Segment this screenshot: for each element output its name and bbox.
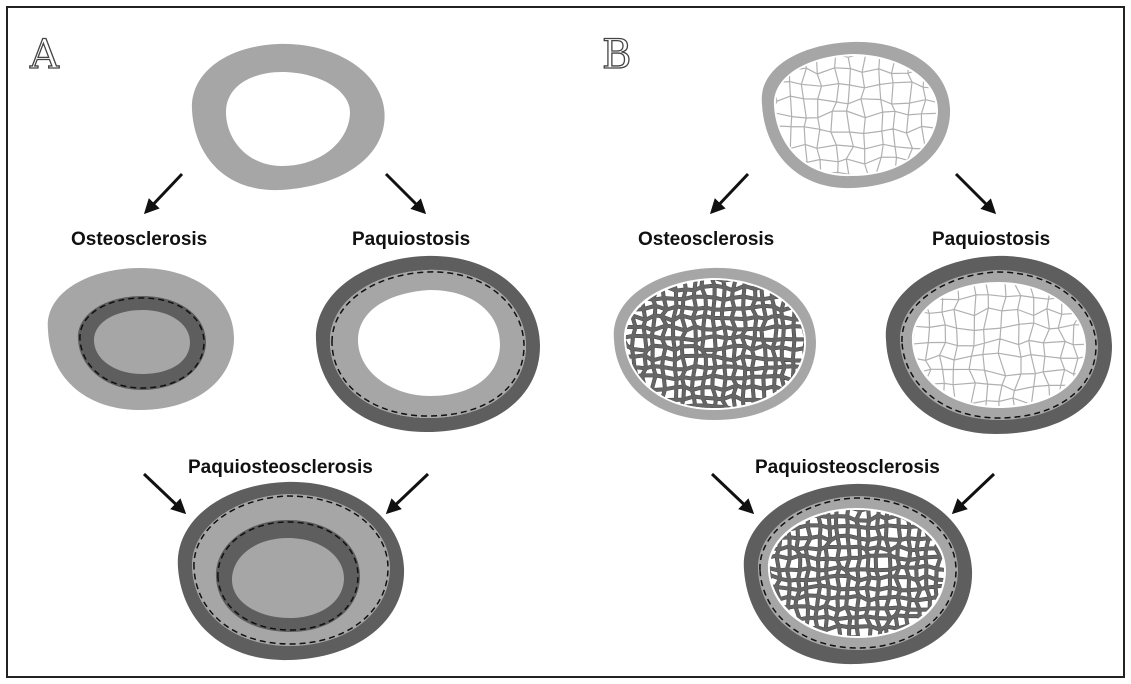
panel-b-arrow-bottom-right: [954, 474, 994, 512]
panel-a-label-osteosclerosis: Osteosclerosis: [71, 229, 207, 250]
panel-b-label-osteosclerosis: Osteosclerosis: [638, 229, 774, 250]
panel-b-arrow-right: [956, 174, 994, 212]
panel-b-label-paquiostosis: Paquiostosis: [932, 229, 1050, 250]
panel-a-arrow-bottom-left: [144, 474, 184, 512]
panel-a-label-paquiostosis: Paquiostosis: [352, 229, 470, 250]
panel-b-paquiostosis-bone: [886, 256, 1112, 436]
panel-b-osteosclerosis-bone: [614, 268, 826, 430]
panel-b-letter: B: [602, 32, 631, 78]
panel-b-arrow-bottom-left: [712, 474, 752, 512]
panel-a-normal-cortex: [192, 44, 385, 190]
panel-a-paquiosteosclerosis-bone: [178, 482, 404, 660]
panel-a-arrow-bottom-right: [388, 474, 428, 512]
panel-a-arrow-left: [146, 174, 182, 212]
panel-a-letter: A: [29, 32, 60, 78]
panel-a-normal-bone: [192, 44, 385, 190]
panel-b-label-paquiosteosclerosis: Paquiosteosclerosis: [755, 457, 940, 478]
panel-a: A Osteosclerosis Paquiostosis Paquiosteo…: [29, 32, 540, 660]
panel-b-paquiosteosclerosis-bone: [744, 484, 972, 664]
panel-b-normal-bone: [762, 42, 959, 209]
panel-a-label-paquiosteosclerosis: Paquiosteosclerosis: [188, 457, 373, 478]
panel-b-arrow-left: [712, 174, 748, 212]
panel-a-osteosclerosis-bone: [48, 268, 234, 410]
panel-a-arrow-right: [386, 174, 424, 212]
panel-b: B Osteosclerosis Paquiostosis Paquioste: [602, 32, 1112, 664]
panel-a-paquiostosis-bone: [316, 256, 540, 432]
